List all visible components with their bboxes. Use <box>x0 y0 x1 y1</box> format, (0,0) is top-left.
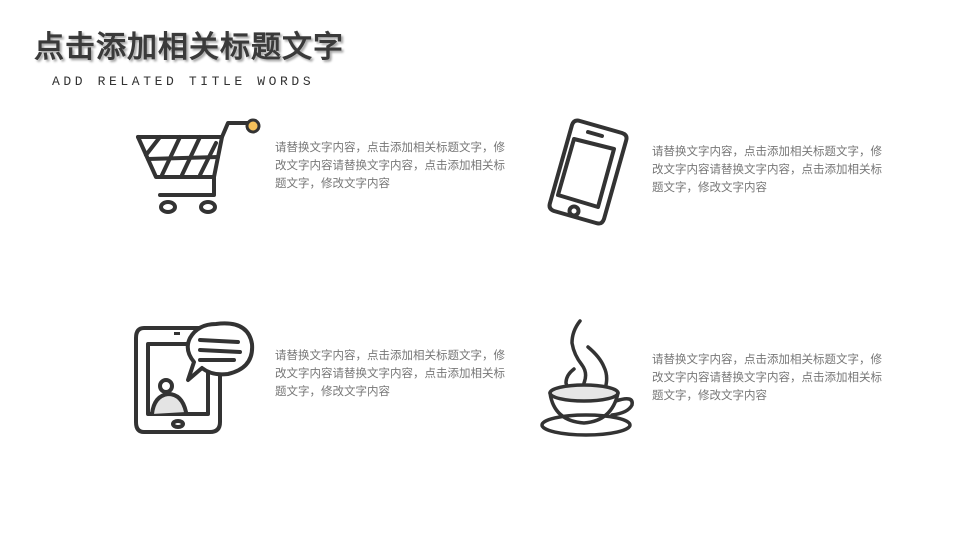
tablet-chat-icon <box>130 318 260 438</box>
page-subtitle: ADD RELATED TITLE WORDS <box>52 74 315 89</box>
item-description: 请替换文字内容，点击添加相关标题文字，修改文字内容请替换文字内容，点击添加相关标… <box>652 352 882 402</box>
coffee-cup-icon <box>538 315 638 440</box>
item-description: 请替换文字内容，点击添加相关标题文字，修改文字内容请替换文字内容，点击添加相关标… <box>275 348 505 398</box>
smartphone-icon <box>540 115 635 230</box>
item-description: 请替换文字内容，点击添加相关标题文字，修改文字内容请替换文字内容，点击添加相关标… <box>652 144 882 194</box>
shopping-cart-icon <box>130 115 270 220</box>
item-description: 请替换文字内容，点击添加相关标题文字，修改文字内容请替换文字内容，点击添加相关标… <box>275 140 505 190</box>
page-title: 点击添加相关标题文字 <box>34 30 344 65</box>
